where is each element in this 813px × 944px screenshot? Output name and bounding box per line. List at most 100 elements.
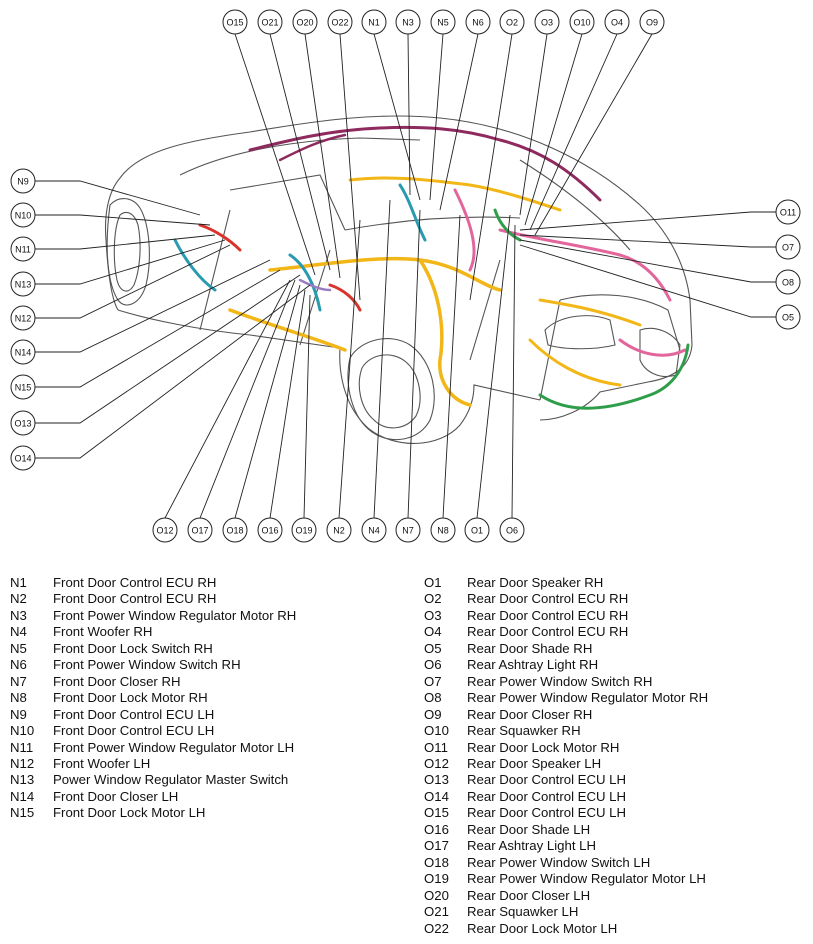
callout-label: N6	[472, 18, 484, 28]
callout-label: O6	[506, 526, 518, 536]
legend-description: Power Window Regulator Master Switch	[53, 772, 289, 788]
junction-purple-harness	[298, 278, 332, 292]
callout-o10: O10	[569, 9, 595, 35]
callout-n13: N13	[10, 271, 36, 297]
legend-code: O11	[424, 739, 448, 755]
leader-line-o18	[234, 284, 301, 519]
legend-description: Rear Door Speaker RH	[467, 575, 604, 590]
leader-line-n2	[338, 219, 361, 519]
legend-code: O18	[424, 854, 449, 870]
legend-description: Rear Door Control ECU RH	[467, 624, 629, 640]
leader-line-n10	[35, 214, 211, 226]
leader-line-n15	[35, 269, 281, 388]
callout-o18: O18	[222, 517, 248, 543]
callout-circle	[361, 9, 387, 35]
callout-circle	[187, 517, 213, 543]
center-teal-harness	[288, 253, 322, 312]
front-door-harness-lh	[173, 238, 217, 292]
callout-label: O2	[506, 18, 518, 28]
legend-description: Rear Power Window Regulator Motor LH	[467, 871, 706, 887]
legend-description: Front Power Window Switch RH	[53, 657, 241, 673]
leader-line-n9	[35, 180, 201, 216]
callout-circle	[395, 517, 421, 543]
floor-harness-center	[268, 256, 502, 292]
leader-line-o9	[534, 33, 653, 236]
callout-circle	[257, 517, 283, 543]
legend-code: O7	[424, 673, 442, 689]
legend-code: O20	[424, 887, 449, 903]
legend-code: O2	[424, 591, 442, 607]
callout-circle	[569, 9, 595, 35]
callout-o5: O5	[775, 304, 801, 330]
leader-line-n14	[35, 259, 271, 353]
leader-line-o15	[234, 33, 316, 276]
callout-circle	[10, 236, 36, 262]
legend-code: N5	[10, 640, 27, 656]
legend-code: N14	[10, 788, 35, 804]
legend-description: Rear Power Window Regulator Motor RH	[467, 690, 709, 706]
legend-description: Rear Door Control ECU LH	[467, 805, 627, 821]
legend-description: Rear Door Control ECU LH	[467, 772, 627, 788]
callout-o21: O21	[257, 9, 283, 35]
leader-line-o12	[164, 279, 291, 519]
floor-harness-rear	[418, 258, 472, 407]
callout-circle	[10, 339, 36, 365]
leader-line-o1	[476, 214, 511, 519]
callout-circle	[10, 445, 36, 471]
callout-label: N11	[15, 245, 31, 255]
callout-o17: O17	[187, 517, 213, 543]
floor-harness-left	[228, 308, 347, 352]
callout-circle	[534, 9, 560, 35]
legend-description: Front Door Lock Motor LH	[53, 805, 206, 821]
callout-label: O8	[782, 278, 794, 288]
callout-circle	[292, 9, 318, 35]
callout-circle	[327, 9, 353, 35]
legend-description: Front Door Control ECU LH	[53, 723, 215, 739]
leader-line-o22	[339, 33, 361, 301]
callout-label: O10	[573, 18, 590, 28]
legend-description: Rear Door Shade RH	[467, 640, 593, 656]
callout-circle	[604, 9, 630, 35]
leader-line-n12	[35, 244, 231, 319]
legend-code: N8	[10, 690, 27, 706]
callout-o13: O13	[10, 410, 36, 436]
legend-description: Rear Door Closer LH	[467, 887, 591, 903]
legend-code: O21	[424, 904, 449, 920]
callout-n15: N15	[10, 374, 36, 400]
leader-line-n4	[373, 199, 391, 519]
leader-line-o19	[303, 294, 311, 519]
callout-o20: O20	[292, 9, 318, 35]
legend-code: N11	[10, 739, 34, 755]
legend-description: Rear Squawker RH	[467, 723, 581, 739]
callout-label: O19	[295, 526, 312, 536]
callout-circle	[639, 9, 665, 35]
callout-label: O17	[191, 526, 208, 536]
callout-circle	[10, 410, 36, 436]
legend-code: O6	[424, 657, 442, 673]
leader-line-o17	[199, 279, 296, 519]
legend-description: Rear Door Speaker LH	[467, 755, 602, 771]
callout-o15: O15	[222, 9, 248, 35]
callout-n6: N6	[465, 9, 491, 35]
legend-code: O22	[424, 920, 449, 936]
callout-n10: N10	[10, 202, 36, 228]
